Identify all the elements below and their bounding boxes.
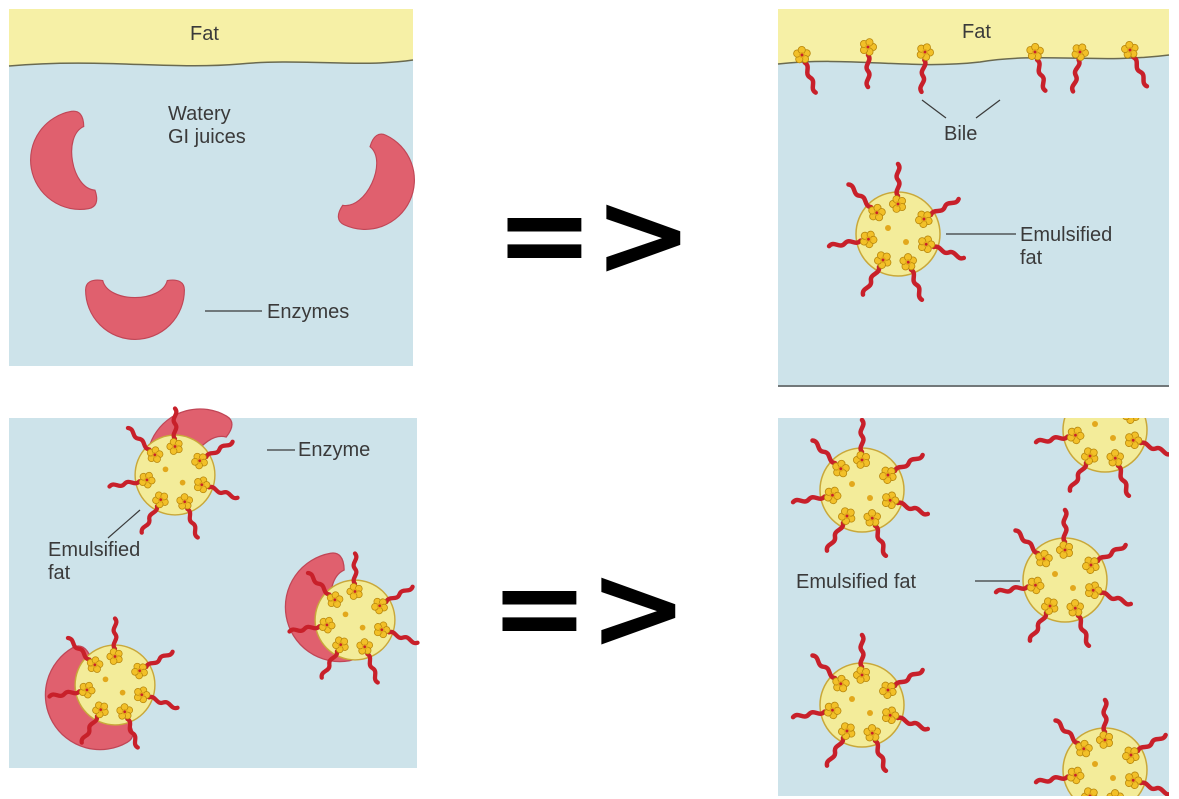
arrow-bottom: => (490, 538, 688, 676)
arrow-top: => (495, 165, 693, 303)
water-background (778, 9, 1169, 387)
enzymes-label: Enzymes (267, 301, 349, 323)
bile-label: Bile (944, 123, 977, 145)
panel-bottom-left: Enzyme Emulsified fat (9, 390, 420, 770)
emulsified-label-line2: fat (48, 562, 71, 584)
panel-top-right: Fat Bile Emulsified fat (778, 9, 1169, 387)
emulsified-label-line1: Emulsified (1020, 224, 1112, 246)
fat-label: Fat (962, 21, 991, 43)
panel-top-left: Fat Watery GI juices Enzymes (9, 9, 431, 366)
juice-label-line1: Watery (168, 103, 231, 125)
emulsified-label: Emulsified fat (796, 571, 916, 593)
fat-label: Fat (190, 23, 219, 45)
enzyme-label: Enzyme (298, 439, 370, 461)
emulsified-label-line2: fat (1020, 247, 1043, 269)
juice-label-line2: GI juices (168, 126, 246, 148)
panel-bottom-right: Emulsified fat (778, 360, 1174, 799)
emulsified-label-line1: Emulsified (48, 539, 140, 561)
